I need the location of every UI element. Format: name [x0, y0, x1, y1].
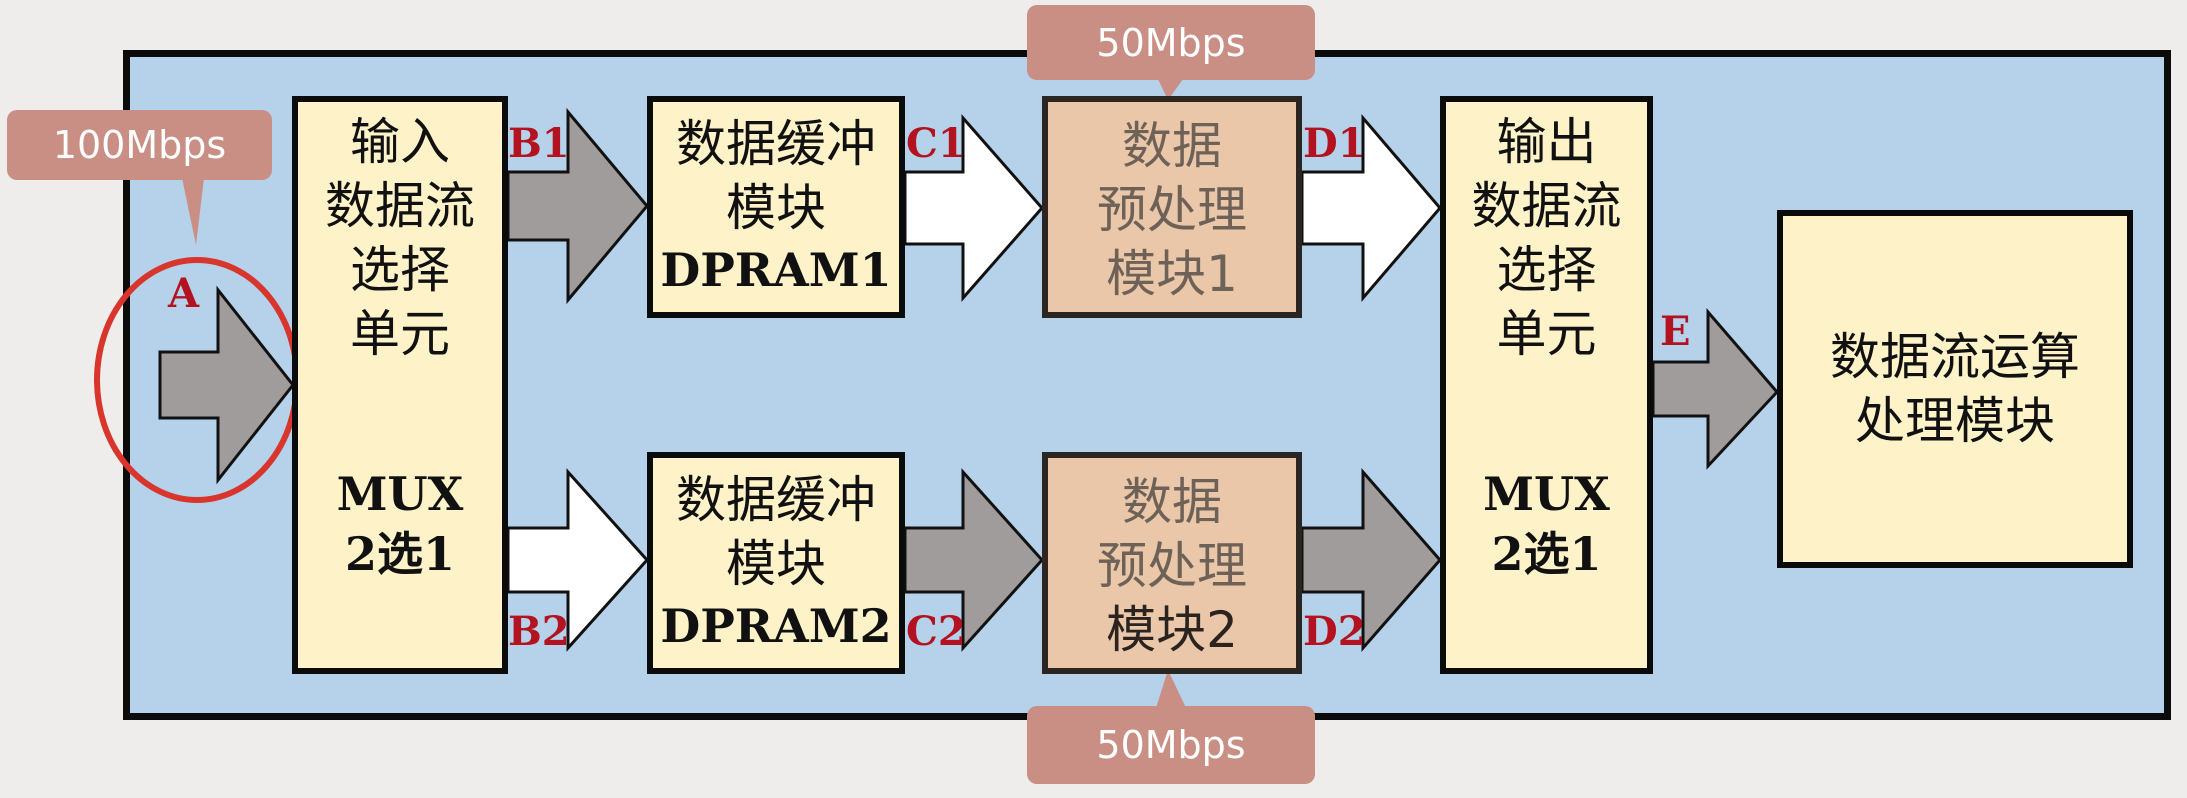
preprocess1-block: 数据 预处理 模块1: [1042, 96, 1302, 318]
preprocess1-line-1: 数据: [1122, 117, 1222, 175]
arrow-d1: [1300, 113, 1442, 303]
dpram2-block: 数据缓冲 模块 DPRAM2: [647, 452, 905, 674]
input-mux-block: 输入 数据流 选择 单元 MUX 2选1: [292, 96, 508, 674]
arrow-d2: [1300, 468, 1442, 652]
arrow-c1: [903, 114, 1044, 302]
arrow-c2: [903, 468, 1045, 652]
compute-line-2: 处理模块: [1855, 392, 2055, 450]
dpram1-line-1: 数据缓冲: [676, 115, 876, 173]
arrow-b1: [506, 107, 649, 305]
callout-top-pointer: [1156, 75, 1186, 100]
callout-bottom-rate: 50Mbps: [1027, 706, 1315, 784]
arrow-e: [1651, 307, 1780, 470]
signal-label-b1: B1: [508, 120, 570, 167]
input-mux-line-4: 单元: [350, 305, 450, 363]
arrow-a: [158, 285, 295, 485]
signal-label-c2: C2: [906, 608, 966, 655]
callout-input-pointer: [182, 178, 204, 245]
signal-label-d2: D2: [1303, 608, 1366, 655]
compute-line-1: 数据流运算: [1830, 328, 2080, 386]
callout-bottom-pointer: [1156, 670, 1186, 708]
dpram2-line-1: 数据缓冲: [676, 471, 876, 529]
output-mux-sub: 2选1: [1491, 527, 1602, 581]
preprocess2-block: 数据 预处理 模块2: [1042, 452, 1302, 674]
signal-label-e: E: [1660, 308, 1691, 355]
input-mux-sub: 2选1: [344, 527, 455, 581]
dpram2-name: DPRAM2: [660, 599, 892, 653]
output-mux-line-2: 数据流: [1471, 177, 1622, 235]
signal-label-c1: C1: [906, 120, 966, 167]
output-mux-line-4: 单元: [1496, 305, 1597, 363]
arrow-b2: [506, 468, 650, 652]
callout-input-rate: 100Mbps: [7, 110, 272, 180]
input-mux-line-1: 输入: [350, 113, 450, 171]
input-mux-name: MUX: [336, 467, 464, 521]
dpram1-block: 数据缓冲 模块 DPRAM1: [647, 96, 905, 318]
preprocess2-line-2: 预处理: [1097, 537, 1247, 595]
signal-label-d1: D1: [1303, 120, 1366, 167]
output-mux-line-3: 选择: [1496, 241, 1597, 299]
output-mux-line-1: 输出: [1496, 113, 1597, 171]
input-mux-line-2: 数据流: [325, 177, 475, 235]
signal-label-a: A: [168, 270, 200, 317]
callout-top-rate: 50Mbps: [1027, 5, 1315, 80]
compute-block: 数据流运算 处理模块: [1777, 210, 2133, 568]
output-mux-name: MUX: [1483, 467, 1610, 521]
preprocess1-line-2: 预处理: [1097, 181, 1247, 239]
output-mux-block: 输出 数据流 选择 单元 MUX 2选1: [1440, 96, 1653, 674]
dpram1-line-2: 模块: [726, 179, 826, 237]
dpram2-line-2: 模块: [726, 535, 826, 593]
input-mux-line-3: 选择: [350, 241, 450, 299]
dpram1-name: DPRAM1: [660, 243, 892, 297]
signal-label-b2: B2: [508, 608, 570, 655]
preprocess2-line-3: 模块2: [1106, 601, 1238, 659]
preprocess2-line-1: 数据: [1122, 473, 1222, 531]
preprocess1-line-3: 模块1: [1106, 245, 1238, 303]
